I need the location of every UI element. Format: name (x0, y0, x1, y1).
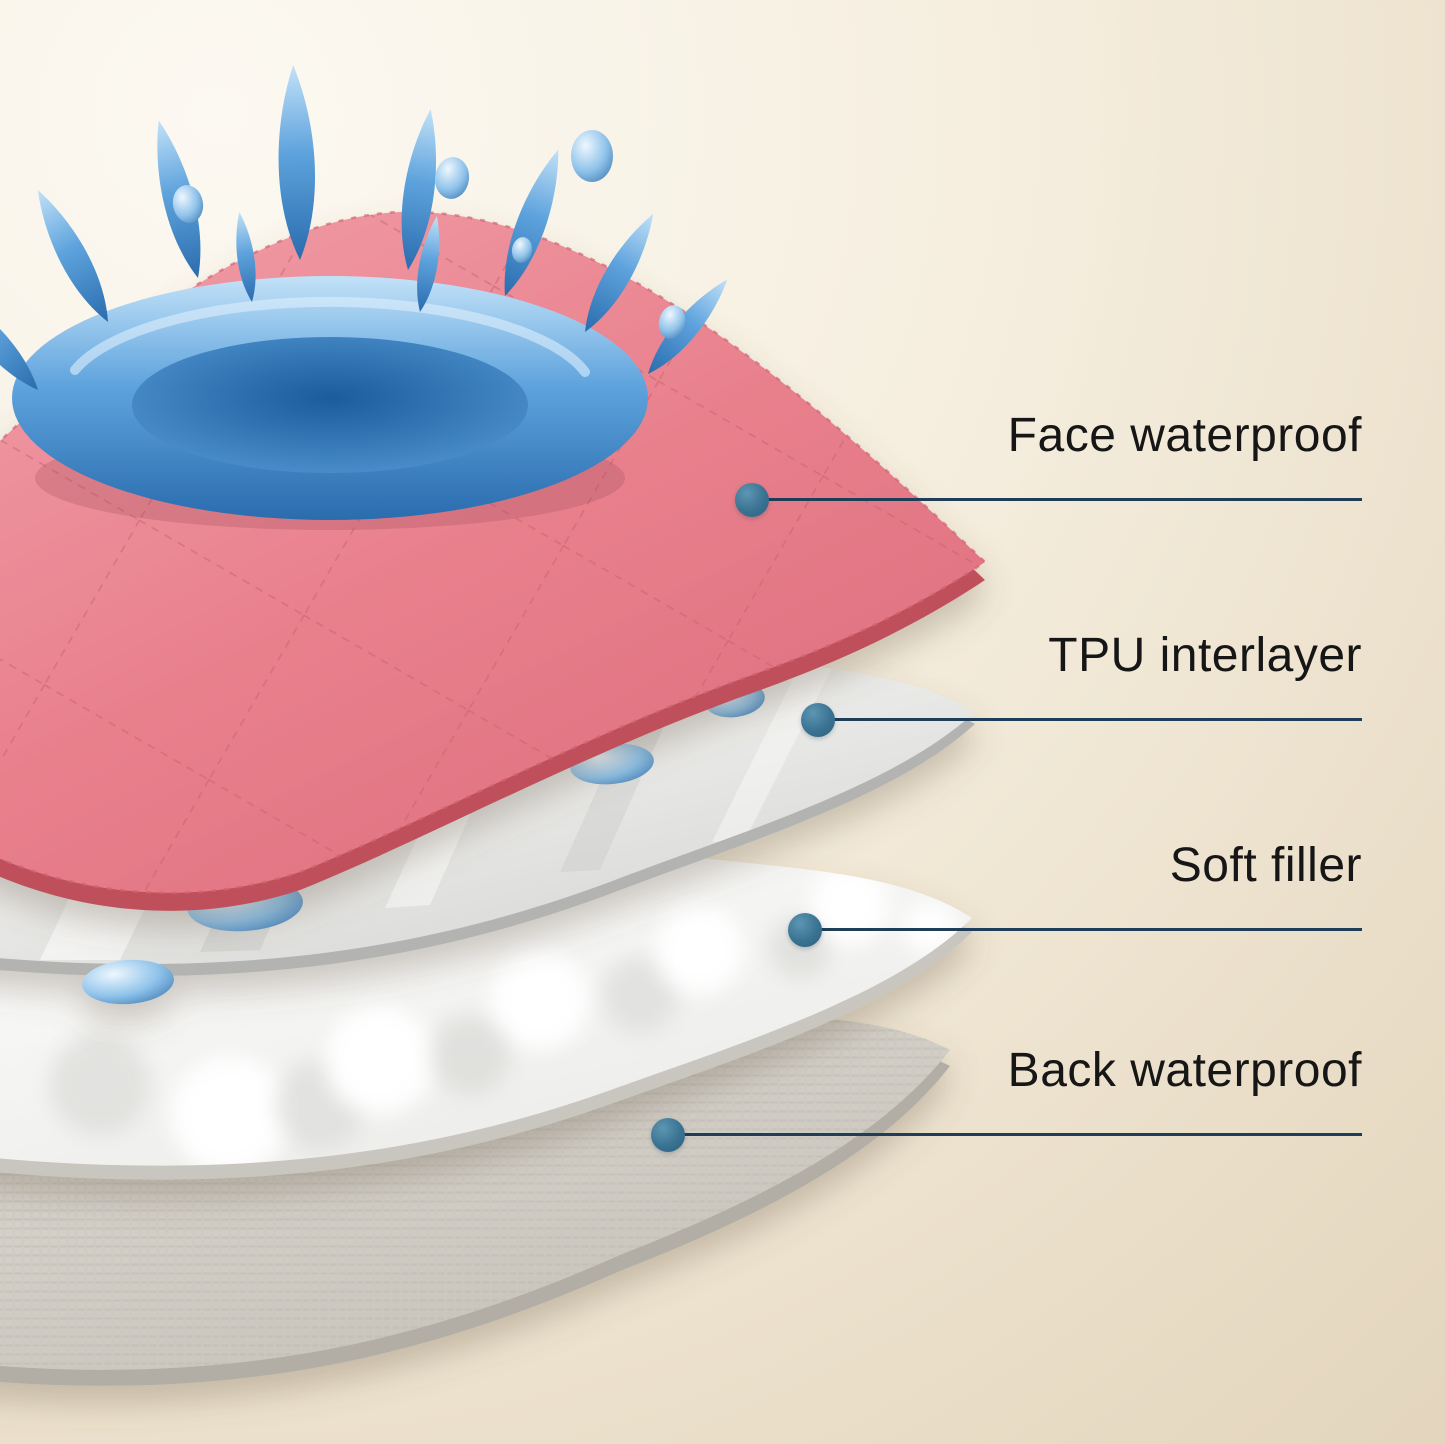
callout-label: Soft filler (1169, 839, 1362, 892)
callout-tpu-interlayer: TPU interlayer (801, 629, 1362, 750)
callout-face-waterproof: Face waterproof (735, 409, 1362, 530)
callout-line (752, 498, 1362, 501)
callout-dot (801, 703, 835, 737)
callout-label: TPU interlayer (1048, 629, 1362, 682)
callout-label: Back waterproof (1007, 1044, 1362, 1097)
water-splash-illustration (0, 64, 737, 530)
callout-line (668, 1133, 1362, 1136)
airborne-droplets (172, 130, 686, 339)
soft-filler-layer (0, 826, 972, 1180)
callout-line (805, 928, 1362, 931)
callout-label: Face waterproof (1007, 409, 1362, 462)
callout-dot (651, 1118, 685, 1152)
callout-dot (788, 913, 822, 947)
callout-line (818, 718, 1362, 721)
filler-fluff-texture (50, 865, 958, 1166)
callout-soft-filler: Soft filler (788, 839, 1362, 960)
callout-back-waterproof: Back waterproof (651, 1044, 1362, 1165)
callout-dot (735, 483, 769, 517)
